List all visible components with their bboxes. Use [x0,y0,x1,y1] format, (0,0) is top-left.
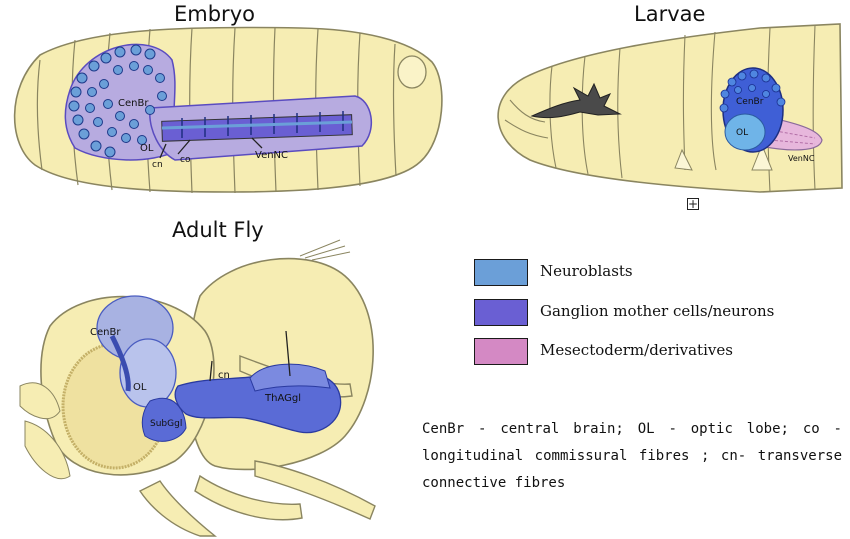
larvae-title: Larvae [634,2,706,26]
adult-thorax [187,257,374,471]
adult-fly-title: Adult Fly [172,218,264,242]
larvae-illustration: CenBr OL VenNC [497,23,843,193]
embryo-label-vennc: VenNC [255,150,288,161]
legend-swatch-mesectoderm [474,338,528,365]
embryo-label-ol: OL [140,143,154,154]
embryo-ventral-cord-band [161,114,353,142]
zoom-icon[interactable]: + [687,197,699,211]
adult-fly-illustration: CenBr OL SubGgl cn ThAGgl [19,239,376,537]
larvae-mouthhooks [530,82,622,119]
legend-swatch-neuroblasts [474,259,528,286]
embryo-title: Embryo [174,2,255,26]
adult-label-thagl: ThAGgl [264,393,301,404]
adult-subesophageal-ganglion [141,397,187,442]
embryo-label-cn: cn [152,160,163,170]
embryo-label-cenbr: CenBr [118,98,149,109]
embryo-label-co: co [180,155,191,165]
adult-label-cenbr: CenBr [90,327,121,338]
legend-label-neurons: Ganglion mother cells/neurons [540,302,775,320]
abbreviation-caption: CenBr - central brain; OL - optic lobe; … [422,421,842,491]
larvae-label-ol: OL [736,128,748,138]
legend-label-mesectoderm: Mesectoderm/derivatives [540,341,733,359]
larvae-label-vennc: VenNC [788,154,815,163]
adult-label-ol: OL [133,382,147,393]
adult-label-subgl: SubGgl [150,419,182,429]
legend-label-neuroblasts: Neuroblasts [540,262,633,280]
legend-swatch-neurons [474,299,528,326]
larvae-label-cenbr: CenBr [736,97,764,107]
adult-label-cn: cn [218,370,230,381]
embryo-illustration: CenBr OL cn co VenNC [13,26,443,194]
